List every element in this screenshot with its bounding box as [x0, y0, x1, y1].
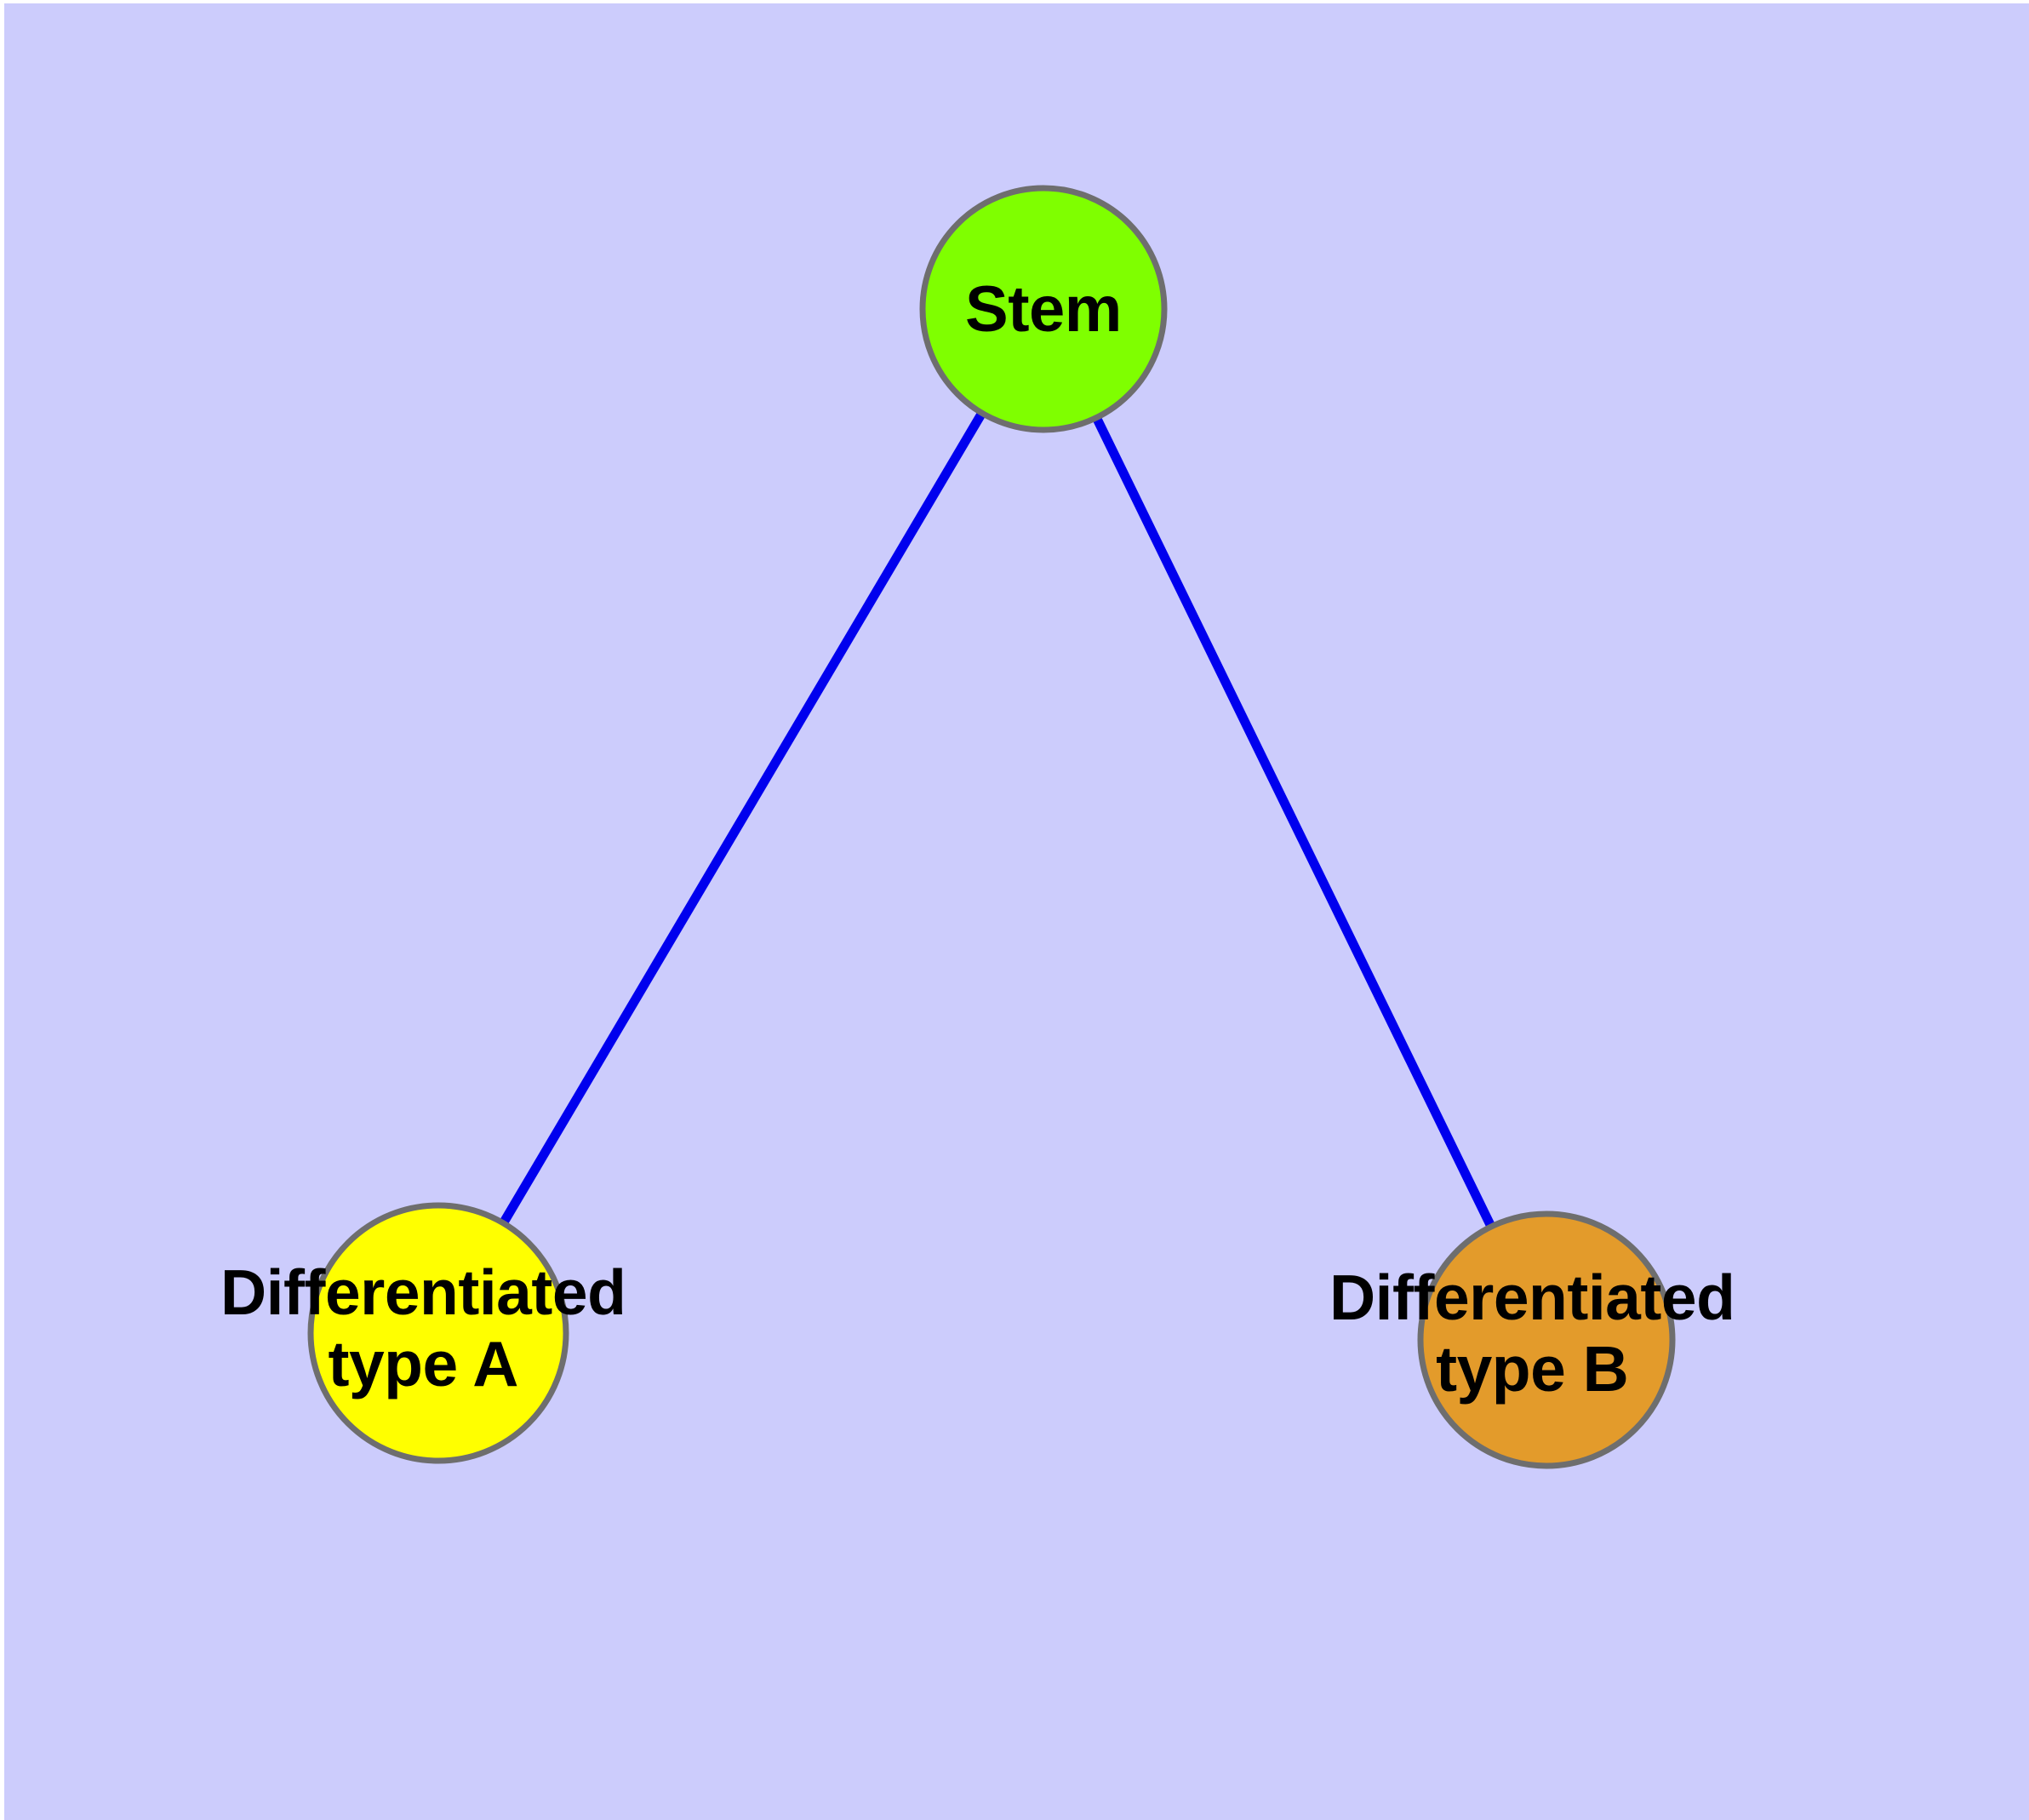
graph-edge-stem-to-diff-a: [497, 408, 988, 1229]
edges-group: [497, 408, 1497, 1233]
graph-node-diff_b[interactable]: [1417, 1210, 1676, 1469]
graph-node-diff_a[interactable]: [307, 1202, 569, 1464]
nodes-group: [307, 185, 1676, 1469]
graph-edge-stem-to-diff-b: [1090, 412, 1497, 1233]
graph-node-stem[interactable]: [919, 185, 1168, 433]
